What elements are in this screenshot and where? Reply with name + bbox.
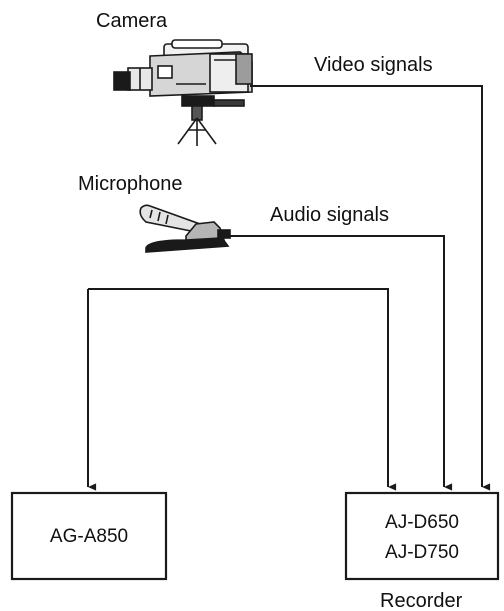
video-signals-label: Video signals [314, 54, 433, 76]
recorder-model-label-2: AJ-D750 [385, 542, 459, 563]
microphone-label: Microphone [78, 173, 183, 195]
desk-microphone-icon [139, 204, 231, 253]
audio-signals-label: Audio signals [270, 204, 389, 226]
recorder-box: AJ-D650 AJ-D750 [344, 491, 500, 581]
recorder-model-label-1: AJ-D650 [385, 512, 459, 533]
camera-label: Camera [96, 10, 168, 32]
player-model-label: AG-A850 [50, 526, 128, 547]
video-camera-on-tripod-icon [113, 39, 253, 146]
recorder-label: Recorder [380, 590, 463, 611]
video-signal-line [250, 85, 491, 491]
output-line-to-recorder [88, 288, 397, 491]
audio-signal-line [228, 235, 453, 491]
player-box: AG-A850 [10, 491, 168, 581]
